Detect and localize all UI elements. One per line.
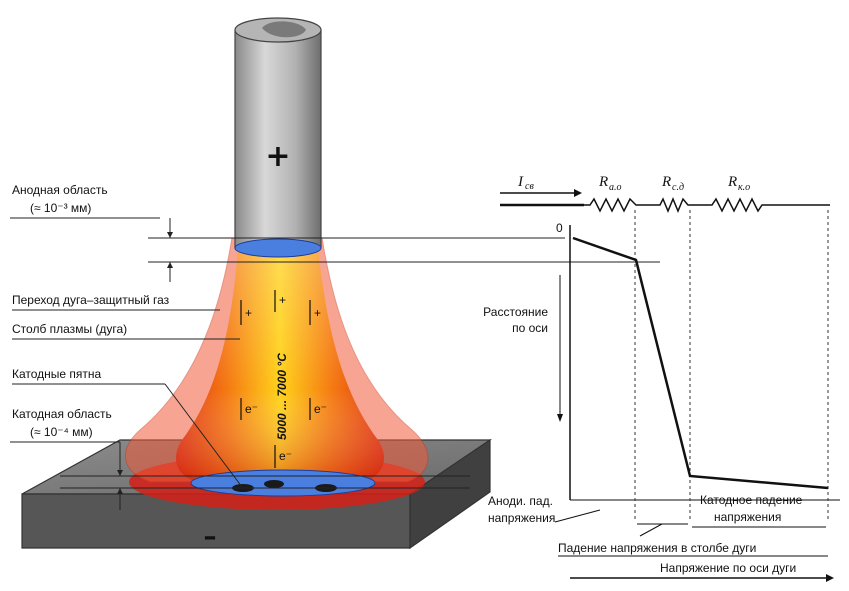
electron-label: e⁻ <box>314 402 327 416</box>
charge-markers <box>240 290 311 468</box>
label-cathode-drop-line1: Катодное падение <box>700 493 803 507</box>
label-cathode-drop-line2: напряжения <box>714 510 781 524</box>
label-arc-gas-transition: Переход дуга–защитный газ <box>12 293 170 307</box>
electrode-plus-sign: + <box>265 139 290 174</box>
label-axis-voltage: Напряжение по оси дуги <box>660 561 796 575</box>
anode-region-disc <box>234 238 322 258</box>
current-subscript: св <box>525 181 534 192</box>
charge-plus: + <box>279 293 286 307</box>
label-plasma-column: Столб плазмы (дуга) <box>12 322 127 336</box>
axis-label-distance-line2: по оси <box>512 321 548 335</box>
axis-label-distance-line1: Расстояние <box>483 305 548 319</box>
r-cathode-subscript: к.о <box>738 182 750 193</box>
r-column-symbol: R <box>661 174 671 190</box>
label-anode-drop-line1: Аноди. пад. <box>488 494 553 508</box>
r-column-subscript: с.д <box>672 182 684 193</box>
label-cathode-spots: Катодные пятна <box>12 367 102 381</box>
r-anode-symbol: R <box>598 174 608 190</box>
workpiece-minus-sign: – <box>204 522 217 552</box>
distance-arrow <box>557 275 563 422</box>
voltage-profile-curve <box>572 236 829 490</box>
label-anode-region: Анодная область <box>12 183 108 197</box>
label-anode-drop-line2: напряжения <box>488 511 555 525</box>
electrode <box>234 17 322 258</box>
label-column-drop: Падение напряжения в столбе дуги <box>558 541 756 555</box>
graph-guides <box>634 210 829 520</box>
charge-plus: + <box>245 306 252 320</box>
r-anode-subscript: а.о <box>609 182 622 193</box>
electron-label: e⁻ <box>245 402 258 416</box>
label-anode-size: (≈ 10⁻³ мм) <box>30 201 91 215</box>
label-cathode-size: (≈ 10⁻⁴ мм) <box>30 425 93 439</box>
cathode-spot <box>264 480 284 488</box>
charge-plus: + <box>314 306 321 320</box>
plasma-shading <box>176 250 384 482</box>
r-cathode-symbol: R <box>727 174 737 190</box>
temperature-label: 5000 ... 7000 °C <box>275 353 289 440</box>
electron-label: e⁻ <box>279 449 292 463</box>
resistor-chain <box>584 197 830 213</box>
label-cathode-region: Катодная область <box>12 407 112 421</box>
current-symbol: I <box>517 174 524 190</box>
graph-zero: 0 <box>556 221 563 235</box>
current-arrow <box>500 189 584 207</box>
